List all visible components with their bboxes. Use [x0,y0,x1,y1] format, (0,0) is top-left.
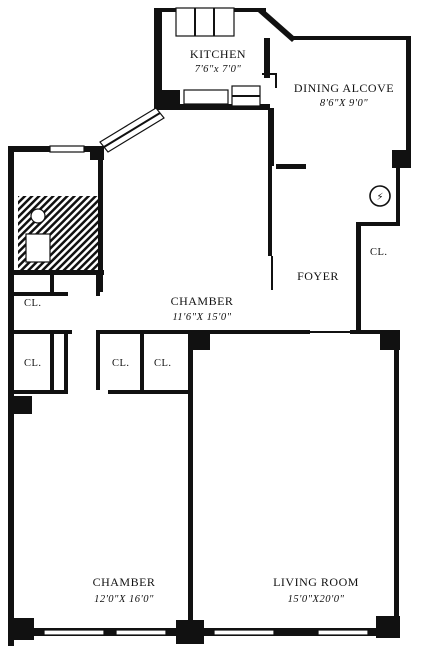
dining-alcove-size: 8'6"X 9'0" [320,98,368,109]
closet-label: CL. [112,358,130,369]
chamber-upper-size: 11'6"X 15'0" [172,312,231,323]
closet-label: CL. [154,358,172,369]
closet-label: CL. [370,247,388,258]
svg-text:⚡: ⚡ [376,192,383,203]
closet-label: CL. [24,298,42,309]
kitchen-fixtures [183,73,277,107]
bathroom-fixtures [18,196,98,270]
kitchen-label: KITCHEN [190,47,246,61]
foyer-label: FOYER [297,269,339,283]
windows [43,7,369,636]
chamber-lower-label: CHAMBER [93,575,156,589]
chamber-lower-size: 12'0"X 16'0" [94,594,154,605]
gas-meter-icon: ⚡ [369,185,391,207]
chamber-upper-label: CHAMBER [171,294,234,308]
kitchen-size: 7'6"x 7'0" [195,64,242,75]
living-room-label: LIVING ROOM [273,575,359,589]
dining-alcove-label: DINING ALCOVE [294,81,394,95]
living-room-size: 15'0"X20'0" [288,594,345,605]
closet-label: CL. [24,358,42,369]
doors [271,226,361,333]
